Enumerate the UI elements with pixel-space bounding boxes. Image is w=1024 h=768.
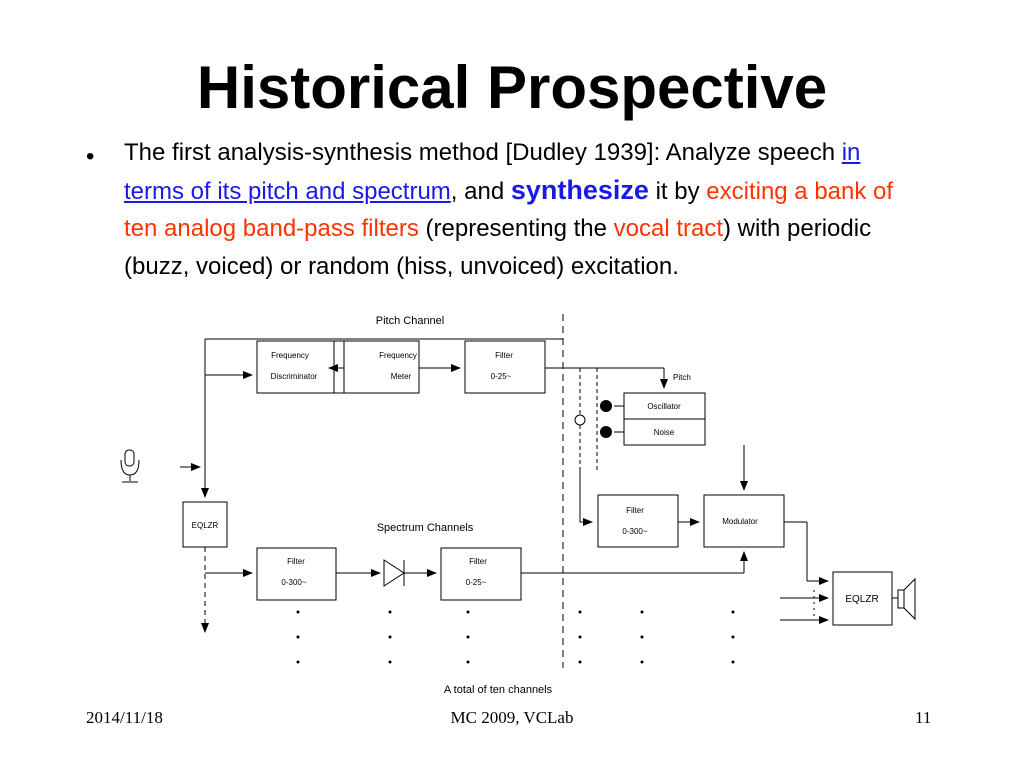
synth-filter-line2: 0-300~ [622,527,647,536]
footer-page-number: 11 [915,708,932,727]
spec-filter2-line2: 0-25~ [466,578,487,587]
freq-disc-line1: Frequency [271,351,309,360]
spectrum-filter-1-box [256,547,337,601]
pitch-filter-line1: Filter [495,351,513,360]
oscillator-label: Oscillator [647,402,681,411]
bullet-text-part: (representing the [418,215,614,243]
footer-center: MC 2009, VCLab [450,708,574,727]
switch-contact [574,414,586,426]
freq-meter-line1: Frequency [379,351,417,360]
synth-filter-line1: Filter [626,506,644,515]
total-channels-label: A total of ten channels [444,684,553,696]
pitch-filter-box [464,340,546,394]
highlight-pitch-spectrum: in terms of its pitch and spectrum [124,139,861,205]
highlight-synthesize: synthesize [510,174,649,205]
modulator-box [703,494,785,548]
footer-date: 2014/11/18 [86,708,163,727]
freq-meter-line2: Meter [391,372,412,381]
spec-filter1-line2: 0-300~ [281,578,306,587]
highlight-filter-bank: exciting a bank of ten analog band-pass … [124,177,894,243]
speaker-icon [897,577,916,621]
eqlzr-right-label: EQLZR [845,594,878,605]
modulator-label: Modulator [722,517,758,526]
pitch-label: Pitch [673,373,691,382]
spectrum-filter-2-box [440,547,522,601]
eqlzr-left-label: EQLZR [192,521,219,530]
bullet-marker: • [86,143,95,170]
spectrum-channels-label: Spectrum Channels [377,522,474,534]
noise-switch-dot [600,426,612,438]
bullet-text-part: , and [450,177,511,205]
spec-filter2-line1: Filter [469,557,487,566]
highlight-vocal-tract: vocal tract [613,215,724,243]
pitch-filter-line2: 0-25~ [491,372,512,381]
microphone-icon [120,449,140,483]
oscillator-switch-dot [600,400,612,412]
synthesis-filter-box [597,494,679,548]
channel-ellipsis-dots [296,610,735,664]
frequency-discriminator-box [256,340,345,394]
frequency-meter-box [333,340,420,394]
bullet-text: The first analysis-synthesis method [Dud… [124,134,924,285]
bullet-text-part: The first analysis-synthesis method [Dud… [124,139,842,166]
spec-filter1-line1: Filter [287,557,305,566]
freq-disc-line2: Discriminator [271,372,318,381]
slide-title: Historical Prospective [196,54,828,121]
bullet-text-part: ) with periodic (buzz, voiced) or random… [124,215,872,280]
bullet-text-part: it by [648,177,707,205]
pitch-channel-label: Pitch Channel [376,315,445,327]
noise-label: Noise [654,428,675,437]
rectifier-diode-icon [383,559,405,587]
